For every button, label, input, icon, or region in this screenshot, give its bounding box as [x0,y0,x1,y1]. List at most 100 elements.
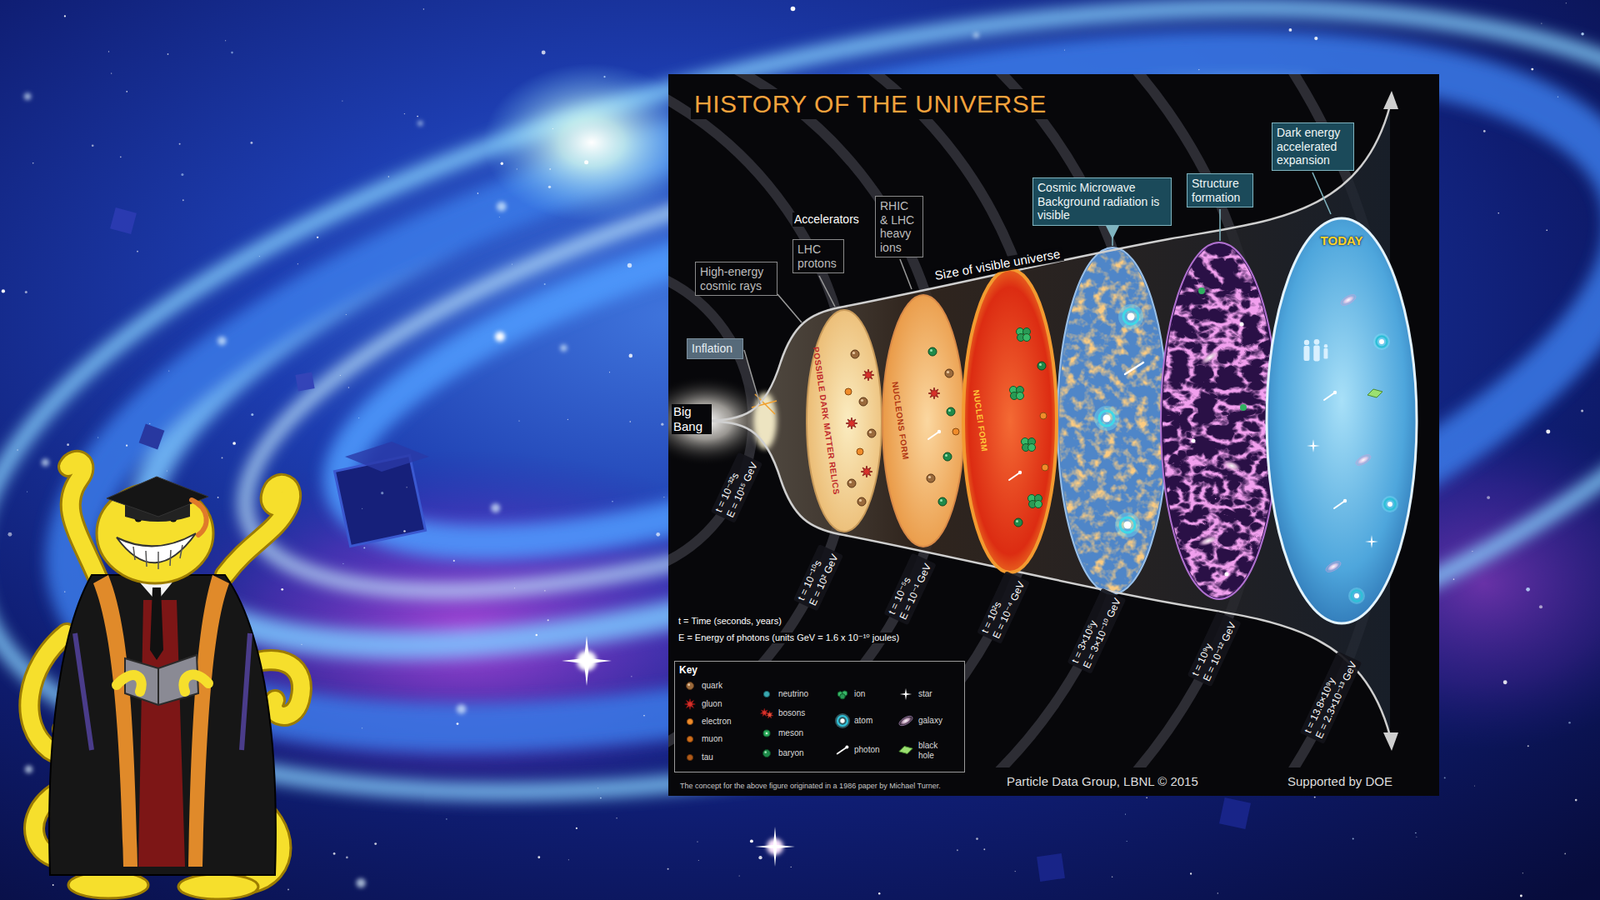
star-dot [1288,28,1292,32]
diagram-label: Big Bang [671,404,712,435]
star-dot [1314,796,1316,799]
star-dot [259,255,260,257]
nucleus-icon [1023,334,1031,342]
cube [110,207,137,235]
star-dot [1520,895,1523,898]
gown [49,575,276,875]
star-dot [1415,832,1417,835]
callout-box: LHC protons [792,239,845,274]
time-energy-tag: t = 13.8×10⁹yE = 2.3×10⁻¹³ GeV [1300,650,1363,745]
star-dot [363,546,365,549]
star-dot [1564,853,1566,855]
star-dot [380,491,384,495]
star-dot [16,449,19,451]
gluon-icon [928,387,940,400]
star-glow [355,878,365,888]
star-dot [1015,870,1016,872]
callout-text: Cosmic Microwave Background radiation is… [1037,180,1167,223]
baryon-icon [946,407,955,416]
atom-glow [1115,512,1140,538]
star-dot [575,827,578,830]
callout-box: Dark energy accelerated expansion [1271,122,1355,171]
star-dot [217,496,220,499]
star-dot [456,722,460,725]
leader-line [1219,209,1221,241]
star-dot [597,787,599,789]
quark-highlight [928,475,931,479]
cmb-ellipse [1057,247,1168,595]
atom-ring [837,715,848,726]
star-glow [496,201,507,212]
star-dot [1198,69,1200,70]
star-dot [600,797,602,800]
star-dot [1580,32,1584,35]
legend-text: black hole [918,740,952,760]
nucleus-icon [1016,392,1025,400]
time-energy-tag: t = 10⁻⁵sE = 10⁻¹ GeV [883,553,936,626]
hand-tentacle [116,675,209,692]
neutrino-icon [763,690,770,697]
star-dot [630,675,632,677]
star-dot [1415,836,1417,838]
tentacle [68,460,100,584]
atom-ring [1376,336,1388,348]
star-dot [333,852,336,855]
quark-icon [857,497,866,506]
callout-pointer [1105,225,1120,240]
photon-streak [1125,362,1144,375]
baryon-highlight [1039,363,1042,366]
star-dot [182,199,185,201]
star-dot [547,619,550,621]
quark-highlight [852,351,855,355]
quark-highlight [869,430,872,434]
star-dot [1240,322,1245,327]
star-dot [499,216,500,218]
callout-text: RHIC & LHC heavy ions [880,199,919,255]
boson-icon [765,710,774,719]
star-dot [230,51,234,55]
leader-line [900,259,912,290]
flare [561,635,612,686]
legend-icon [757,704,776,723]
atom-glow [1373,333,1390,350]
legend-icon [757,744,776,763]
black-hole-icon [899,746,913,755]
star-dot [180,173,184,176]
callout-box: Cosmic Microwave Background radiation is… [1032,177,1172,226]
star-icon [900,688,912,700]
electron-icon [856,448,864,455]
stole [188,575,230,867]
electron-icon [845,388,852,395]
photon-icon [1009,472,1020,480]
teeth [133,545,183,570]
ellipse-outline [806,310,882,532]
star-dot [1314,36,1318,40]
callout-text: Dark energy accelerated expansion [1276,125,1350,168]
star-dot [1540,23,1542,25]
photon-icon [1334,500,1345,509]
star-dot [1217,892,1219,894]
star-dot [615,817,618,820]
star-dot [167,53,170,55]
star-dot [136,250,139,253]
photon-head [845,745,849,749]
structure-era [1160,242,1278,600]
star-glow [973,32,979,38]
star-dot [1191,439,1196,444]
star-dot [316,236,319,239]
legend-icon [757,685,776,704]
star-dot [567,419,569,420]
star-dot [1145,797,1147,799]
time-energy-tag: t = 3×10⁵yE = 3×10⁻¹⁰ GeV [1067,587,1127,674]
inflation-glow [753,392,777,450]
koro-sensei-figure [0,0,350,900]
galaxy-icon [1324,559,1343,575]
baryon-highlight [948,409,951,412]
star-dot [544,283,546,285]
star-icon [1365,535,1379,549]
star-glow [417,120,423,126]
star-dot [500,162,504,165]
star-dot [477,192,480,195]
star-dot [358,417,360,419]
star-dot [1565,2,1567,4]
